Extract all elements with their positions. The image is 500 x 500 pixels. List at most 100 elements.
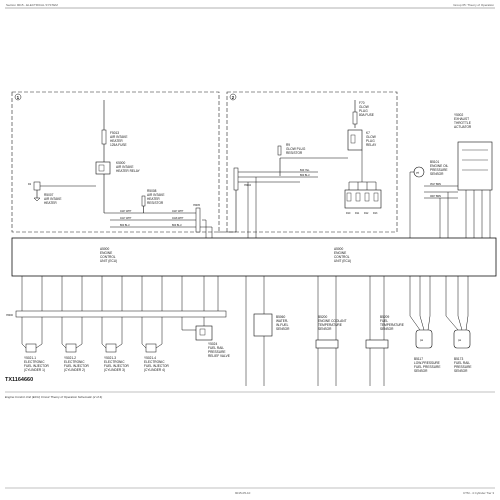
b5117-label-3: SENSOR [414, 369, 428, 373]
k5000-label-1: AIR INTAKE [116, 165, 133, 169]
wire-0447-b: 0447 WHT [172, 210, 184, 213]
k7-label-1: GLOW [366, 135, 376, 139]
header-right: Group 05: Theory of Operation [453, 3, 494, 7]
b5101-label-2: PRESSURE [430, 168, 448, 172]
svg-text:psi: psi [458, 339, 462, 342]
ecu-left-1: ENGINE [100, 251, 112, 255]
f70-label-2: PLUG [359, 109, 368, 113]
footer-right: CTM - 4 Cylinder Tier 3 [462, 491, 494, 495]
r5007-label-2: HEATER [44, 201, 57, 205]
y5024-label-0: Y5024 [208, 342, 217, 346]
injector-4-l3: (CYLINDER 4) [144, 368, 165, 372]
k5000-label-0: K5000 [116, 161, 125, 165]
b5173-label-2: PRESSURE [454, 365, 472, 369]
x5000-label: X5000 [6, 314, 14, 317]
wire-r2: R2 [28, 183, 32, 186]
k5000-relay [95, 161, 111, 175]
b5200-label-3: SENSOR [318, 327, 332, 331]
injector-2-id: Y5021-2 [64, 356, 76, 360]
b5101-label-0: B5101 [430, 160, 439, 164]
r5007-label-1: AIR INTAKE [44, 197, 61, 201]
y5002-label-2: THROTTLE [454, 121, 471, 125]
f70-fuse [352, 111, 358, 125]
r5007-label-0: R5007 [44, 193, 54, 197]
x5005-label: X5005 [193, 204, 201, 207]
x5000-connector [15, 310, 227, 318]
svg-text:psi: psi [416, 172, 420, 175]
b5060-sensor [253, 313, 273, 337]
r5008-label-0: R5008 [147, 189, 157, 193]
header-left: Section 9015 - ELECTRICAL SYSTEM [6, 3, 58, 7]
k5000-label-2: HEATER RELAY [116, 169, 141, 173]
b5060-label-1: WATER- [276, 319, 288, 323]
b5200-label-1: ENGINE COOLANT [318, 319, 347, 323]
k7-label-3: RELAY [366, 143, 377, 147]
f5013-label-0: F5013 [110, 131, 119, 135]
ecu-left-0: A5000 [100, 247, 109, 251]
b5209-sensor [365, 339, 389, 349]
k7-label-0: K7 [366, 131, 370, 135]
y5002-label-0: Y5002 [454, 113, 463, 117]
injector-1-l1: ELECTRONIC [24, 360, 45, 364]
glow-plug-r12: R12 [364, 212, 369, 215]
injector-3 [105, 343, 117, 353]
r9-label-1: GLOW PLUG [286, 147, 306, 151]
injector-2-l2: FUEL INJECTOR [64, 364, 89, 368]
f70-label-3: 80A FUSE [359, 113, 374, 117]
b5209-label-0: B5209 [380, 315, 389, 319]
r5008-label-1: AIR INTAKE [147, 193, 164, 197]
f5013-label-1: AIR INTAKE [110, 135, 127, 139]
wire-0517: 0517 BRN [430, 183, 441, 186]
r5008-label-3: RESISTOR [147, 201, 164, 205]
r9-label-2: RESISTOR [286, 151, 303, 155]
b5060-label-3: SENSOR [276, 327, 290, 331]
b5173-sensor [453, 329, 471, 349]
y5024-label-2: PRESSURE [208, 350, 226, 354]
b5101-label-3: SENSOR [430, 172, 444, 176]
wire-0447: 0447 WHT [120, 210, 132, 213]
y5024-label-3: RELIEF VALVE [208, 354, 230, 358]
b5060-label-0: B5060 [276, 315, 285, 319]
section-2-box [226, 91, 398, 233]
b5117-label-2: FUEL PRESSURE [414, 365, 440, 369]
injector-4 [145, 343, 157, 353]
injector-1-l3: (CYLINDER 1) [24, 368, 45, 372]
b5117-label-0: B5117 [414, 357, 423, 361]
y5024-label-1: FUEL RAIL [208, 346, 224, 350]
x5004-connector [233, 167, 239, 191]
injector-2-l3: (CYLINDER 2) [64, 368, 85, 372]
section-2-label: 2 [232, 95, 235, 100]
k7-label-2: PLUG [366, 139, 375, 143]
b5060-label-2: IN-FUEL [276, 323, 289, 327]
glow-plug-r13: R13 [373, 212, 378, 215]
r5008-resistor [141, 195, 146, 207]
b5173-label-0: B5173 [454, 357, 463, 361]
f5013-fuse [101, 129, 107, 145]
wire-0417-b: 0418 WHT [172, 217, 184, 220]
ecu-right-1: ENGINE [334, 251, 346, 255]
injector-2-l1: ELECTRONIC [64, 360, 85, 364]
figure-caption: Engine Control Unit (ECU) Circuit Theory… [5, 395, 103, 399]
y5002-label-1: EXHAUST [454, 117, 469, 121]
b5117-sensor [415, 329, 433, 349]
glow-plug-r11: R11 [355, 212, 360, 215]
b5209-label-3: SENSOR [380, 327, 394, 331]
x5005-connector [195, 207, 201, 233]
injector-1 [25, 343, 37, 353]
b5200-sensor [315, 339, 339, 349]
r5007-heater [33, 181, 41, 191]
injector-3-id: Y5021-3 [104, 356, 116, 360]
r5008-label-2: HEATER [147, 197, 160, 201]
ecu-left-3: UNIT (ECU) [100, 259, 117, 263]
injector-1-id: Y5021-1 [24, 356, 36, 360]
glow-plug-bank [344, 189, 382, 209]
ecu-right-0: A5000 [334, 247, 343, 251]
b5209-label-1: FUEL [380, 319, 388, 323]
injector-2 [65, 343, 77, 353]
glow-plug-r10: R10 [346, 212, 351, 215]
b5173-label-1: FUEL RAIL [454, 361, 470, 365]
ecu-output-wires [21, 276, 469, 386]
section-1-label: 1 [17, 95, 20, 100]
